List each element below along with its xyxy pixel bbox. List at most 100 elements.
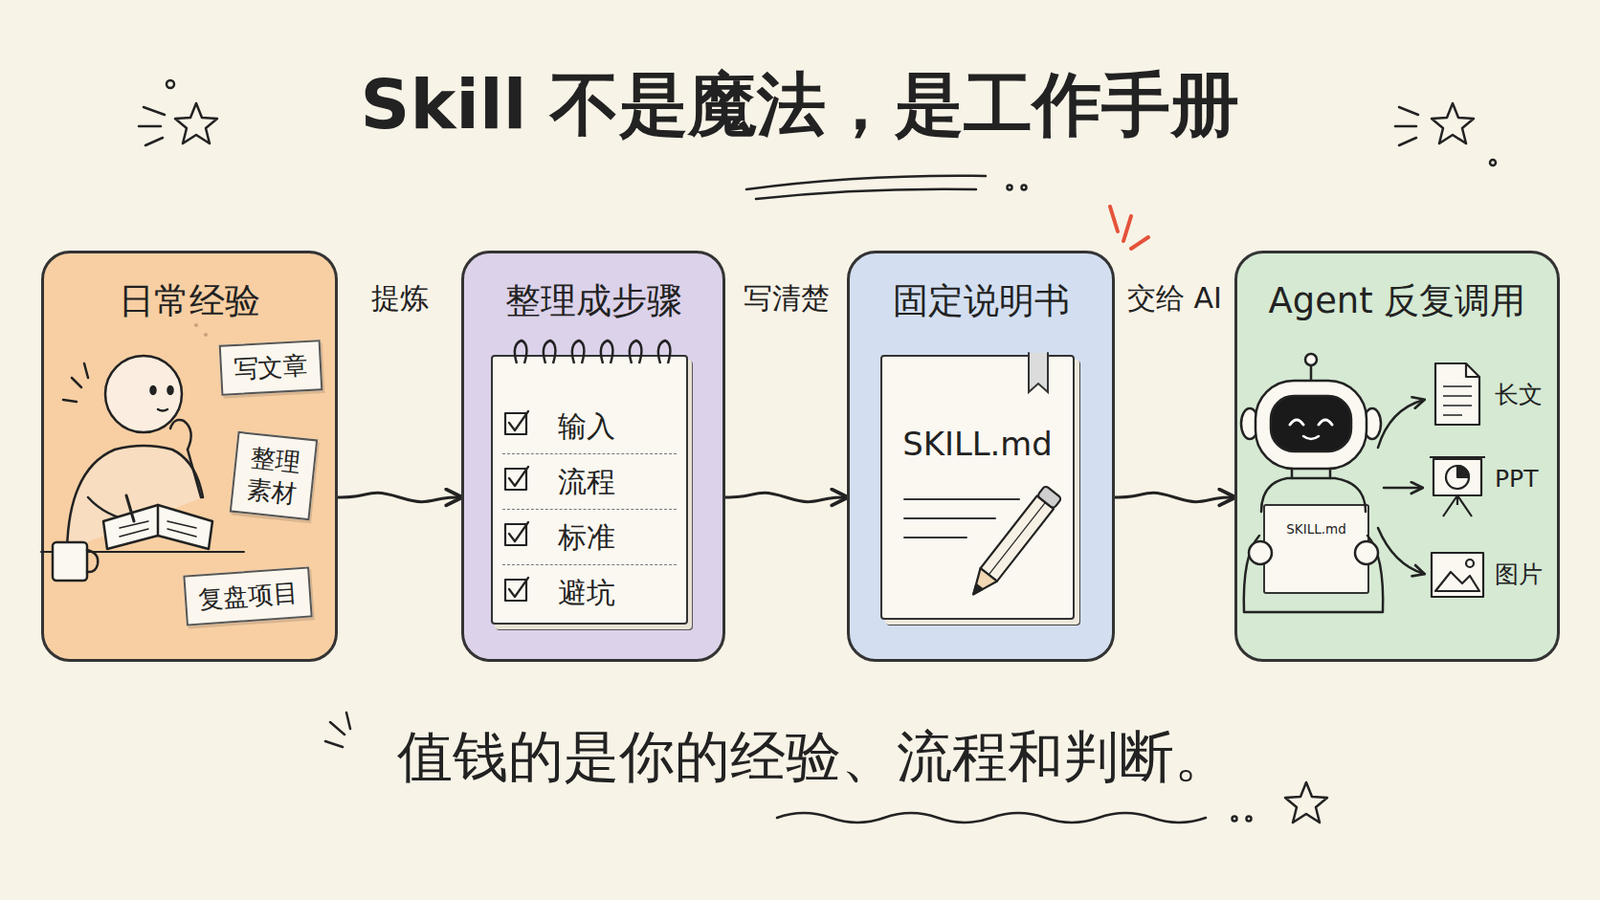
- person-illustration: [63, 363, 89, 402]
- pencil-icon: [988, 502, 1045, 576]
- accent-marks: [1110, 206, 1149, 249]
- robot-illustration: [1248, 541, 1272, 565]
- picture-icon: [1435, 572, 1480, 592]
- output-arrows: [1377, 528, 1424, 575]
- person-illustration: [52, 542, 88, 581]
- panel-heading: 固定说明书: [849, 278, 1112, 326]
- diagram-caption: 值钱的是你的经验、流程和判断。: [397, 720, 1230, 796]
- robot-illustration: [1355, 541, 1378, 565]
- decor-star: [175, 103, 1474, 823]
- checkbox: [505, 524, 527, 546]
- robot-illustration: [1270, 396, 1352, 452]
- presentation-icon: [1433, 459, 1482, 496]
- notepad-rings: [514, 340, 528, 364]
- output-label-wrap: 图片: [1494, 558, 1543, 591]
- flow-arrow: [1114, 492, 1235, 502]
- picture-icon: [1466, 559, 1474, 568]
- edge-label: 提炼: [371, 279, 429, 319]
- decor-star: [1431, 103, 1474, 144]
- checkbox: [509, 577, 529, 598]
- checkbox: [505, 413, 527, 435]
- document-icon: [1435, 363, 1480, 425]
- person-illustration: [103, 505, 213, 550]
- robot-illustration: [1305, 354, 1317, 366]
- person-illustration: [105, 355, 182, 433]
- decor-marks: [166, 80, 175, 89]
- robot-book: SKILL.md: [1263, 504, 1370, 595]
- stage-panel: 整理成步骤输入流程标准避坑: [461, 250, 726, 663]
- decor-marks: [325, 712, 351, 748]
- robot-illustration: [1289, 420, 1333, 425]
- checklist-item: 避坑: [502, 565, 677, 622]
- robot-illustration: [1244, 535, 1383, 613]
- presentation-icon: [1445, 466, 1469, 489]
- output-label-wrap: 长文: [1494, 378, 1543, 411]
- output-label: 长文: [1494, 378, 1543, 411]
- book-title: SKILL.md: [882, 425, 1073, 464]
- decor-marks: [1489, 159, 1496, 166]
- notepad-rings: [572, 340, 585, 364]
- person-illustration: [119, 521, 197, 537]
- output-arrows: [1377, 400, 1424, 448]
- decor-marks: [1232, 817, 1238, 823]
- checkbox: [509, 411, 529, 431]
- pencil-icon: [965, 485, 1063, 601]
- output-arrows: [1383, 487, 1423, 490]
- sticky-note: 写文章: [219, 339, 324, 396]
- robot-illustration: [1310, 365, 1313, 381]
- person-illustration: [126, 495, 134, 522]
- person-illustration: [87, 550, 98, 573]
- checkbox: [505, 411, 529, 601]
- panel-heading: 整理成步骤: [464, 278, 723, 326]
- notepad-rings: [543, 340, 556, 364]
- decor-star: [175, 103, 218, 144]
- accent-marks: [1110, 206, 1149, 249]
- note-text: 整理素材: [244, 442, 304, 510]
- book-details: [904, 499, 1020, 538]
- output-label: PPT: [1494, 465, 1538, 493]
- document-icon: [1443, 386, 1472, 416]
- notepad-rings: [514, 340, 671, 364]
- robot-illustration: [1303, 436, 1319, 440]
- person-illustration: [187, 449, 201, 498]
- decor-marks: [1022, 185, 1027, 191]
- presentation-icon: [1443, 495, 1472, 517]
- checklist-item: 输入: [502, 399, 677, 455]
- pencil-icon: [1037, 485, 1063, 510]
- edge-label-wrap: 交给 AI: [1127, 279, 1223, 319]
- notepad-rings: [629, 340, 643, 364]
- output-arrows: [1377, 400, 1424, 575]
- decor-marks: [1246, 817, 1252, 823]
- robot-illustration: [1291, 468, 1331, 479]
- pencil-icon: [980, 495, 1054, 581]
- flow-arrow: [337, 492, 462, 502]
- sticky-note: 整理素材: [229, 431, 318, 521]
- checklist-item: 流程: [502, 454, 677, 511]
- edge-label-wrap: 写清楚: [743, 279, 830, 319]
- checklist-item: 标准: [502, 510, 677, 566]
- notepad-rings: [658, 340, 671, 364]
- diagram-caption-wrap: 值钱的是你的经验、流程和判断。: [397, 720, 1230, 796]
- presentation-icon: [1457, 466, 1469, 478]
- presentation-icon: [1429, 457, 1486, 517]
- diagram-title: Skill 不是魔法，是工作手册: [360, 59, 1241, 152]
- robot-illustration: [1261, 478, 1366, 512]
- note-text: 写文章: [232, 350, 310, 386]
- person-illustration: [170, 420, 192, 450]
- person-illustration: [151, 386, 156, 395]
- person-illustration: [168, 386, 174, 395]
- decor-marks: [746, 176, 986, 200]
- person-illustration: [41, 323, 245, 581]
- pencil-icon: [970, 584, 982, 598]
- robot-illustration: [1255, 380, 1367, 469]
- checkbox: [509, 522, 529, 542]
- output-label: 图片: [1494, 558, 1543, 591]
- stage-panel: 固定说明书 SKILL.md: [846, 250, 1115, 663]
- picture-icon: [1431, 553, 1484, 598]
- person-illustration: [157, 409, 168, 412]
- flow-arrow: [725, 492, 847, 502]
- document-icon: [1466, 363, 1480, 378]
- decor-marks: [777, 813, 1206, 823]
- decor-marks: [138, 107, 165, 146]
- decor-marks: [1007, 185, 1013, 191]
